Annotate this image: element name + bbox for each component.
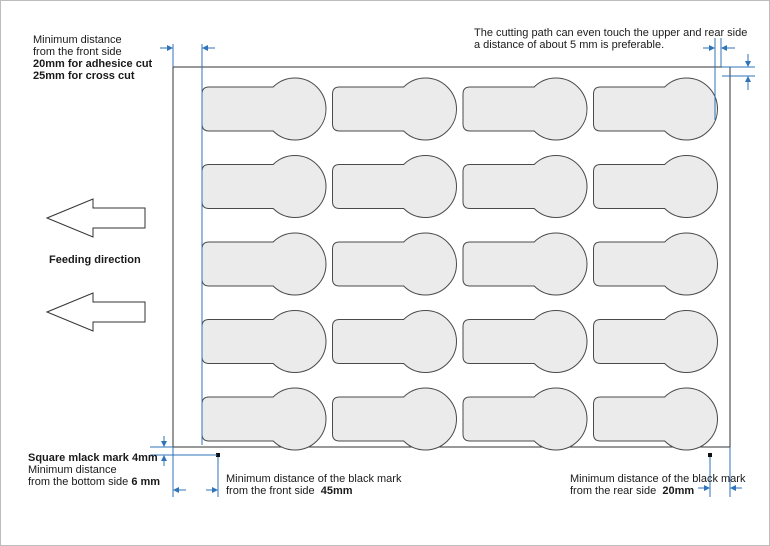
top-note-line-1: The cutting path can even touch the uppe… [474,27,748,39]
top-rear-note: The cutting path can even touch the uppe… [474,27,747,51]
die-cut-label-r4-c4 [593,310,718,373]
bottom-min-title: Minimum distance [28,464,117,476]
front-min-sub: from the front side [33,46,122,58]
die-cut-label-r4-c2 [332,310,457,373]
black-mark-rear [708,453,712,457]
front-min-title: Minimum distance [33,34,122,46]
die-cut-label-r2-c2 [332,155,457,218]
bottom-min-sub: from the bottom side [28,476,129,488]
die-cut-label-r5-c1 [201,387,327,451]
bottom-min-line: from the bottom side 6 mm [28,476,160,488]
black-mark-front [216,453,220,457]
die-cut-label-r4-c3 [462,310,588,373]
die-cut-label-r3-c1 [201,232,327,296]
top-note-line-2: a distance of about 5 mm is preferable. [474,39,665,51]
die-cut-label-r3-c4 [593,232,718,296]
mark-front-value: 45mm [320,485,353,497]
die-cut-label-r4-c1 [201,310,327,373]
feeding-direction-label: Feeding direction [49,254,141,266]
die-cut-label-r2-c4 [593,155,718,218]
square-mark-label: Square mlack mark 4mm [28,452,158,464]
square-mark-note: Square mlack mark 4mm Minimum distance f… [28,452,160,488]
mark-rear-note: Minimum distance of the black mark from … [570,473,745,497]
die-cut-label-r2-c3 [462,155,588,218]
mark-rear-title: Minimum distance of the black mark [570,473,746,485]
feed-arrow-upper-icon [45,198,146,238]
mark-front-line: from the front side 45mm [226,485,401,497]
die-cut-label-r1-c4 [593,77,718,141]
mark-front-sub: from the front side [226,485,315,497]
front-adhesive: 20mm for adhesice cut [33,58,153,70]
front-cross: 25mm for cross cut [33,70,135,82]
die-cut-label-r3-c2 [332,232,457,296]
front-distance-note: Minimum distance from the front side 20m… [33,34,152,82]
die-cut-label-r5-c4 [593,387,718,451]
die-cut-label-r5-c2 [332,387,457,451]
bottom-min-value: 6 mm [131,476,161,488]
mark-rear-sub: from the rear side [570,485,657,497]
die-cut-label-r3-c3 [462,232,588,296]
mark-rear-line: from the rear side 20mm [570,485,745,497]
die-cut-label-r1-c1 [201,77,327,141]
die-cut-label-r1-c2 [332,77,457,141]
feed-arrow-lower-icon [45,292,146,332]
die-cut-label-r1-c3 [462,77,588,141]
mark-front-note: Minimum distance of the black mark from … [226,473,401,497]
mark-front-title: Minimum distance of the black mark [226,473,402,485]
mark-rear-value: 20mm [662,485,695,497]
dimension-lines [150,38,755,497]
die-cut-label-r5-c3 [462,387,588,451]
die-cut-label-r2-c1 [201,155,327,218]
label-grid [201,77,718,451]
